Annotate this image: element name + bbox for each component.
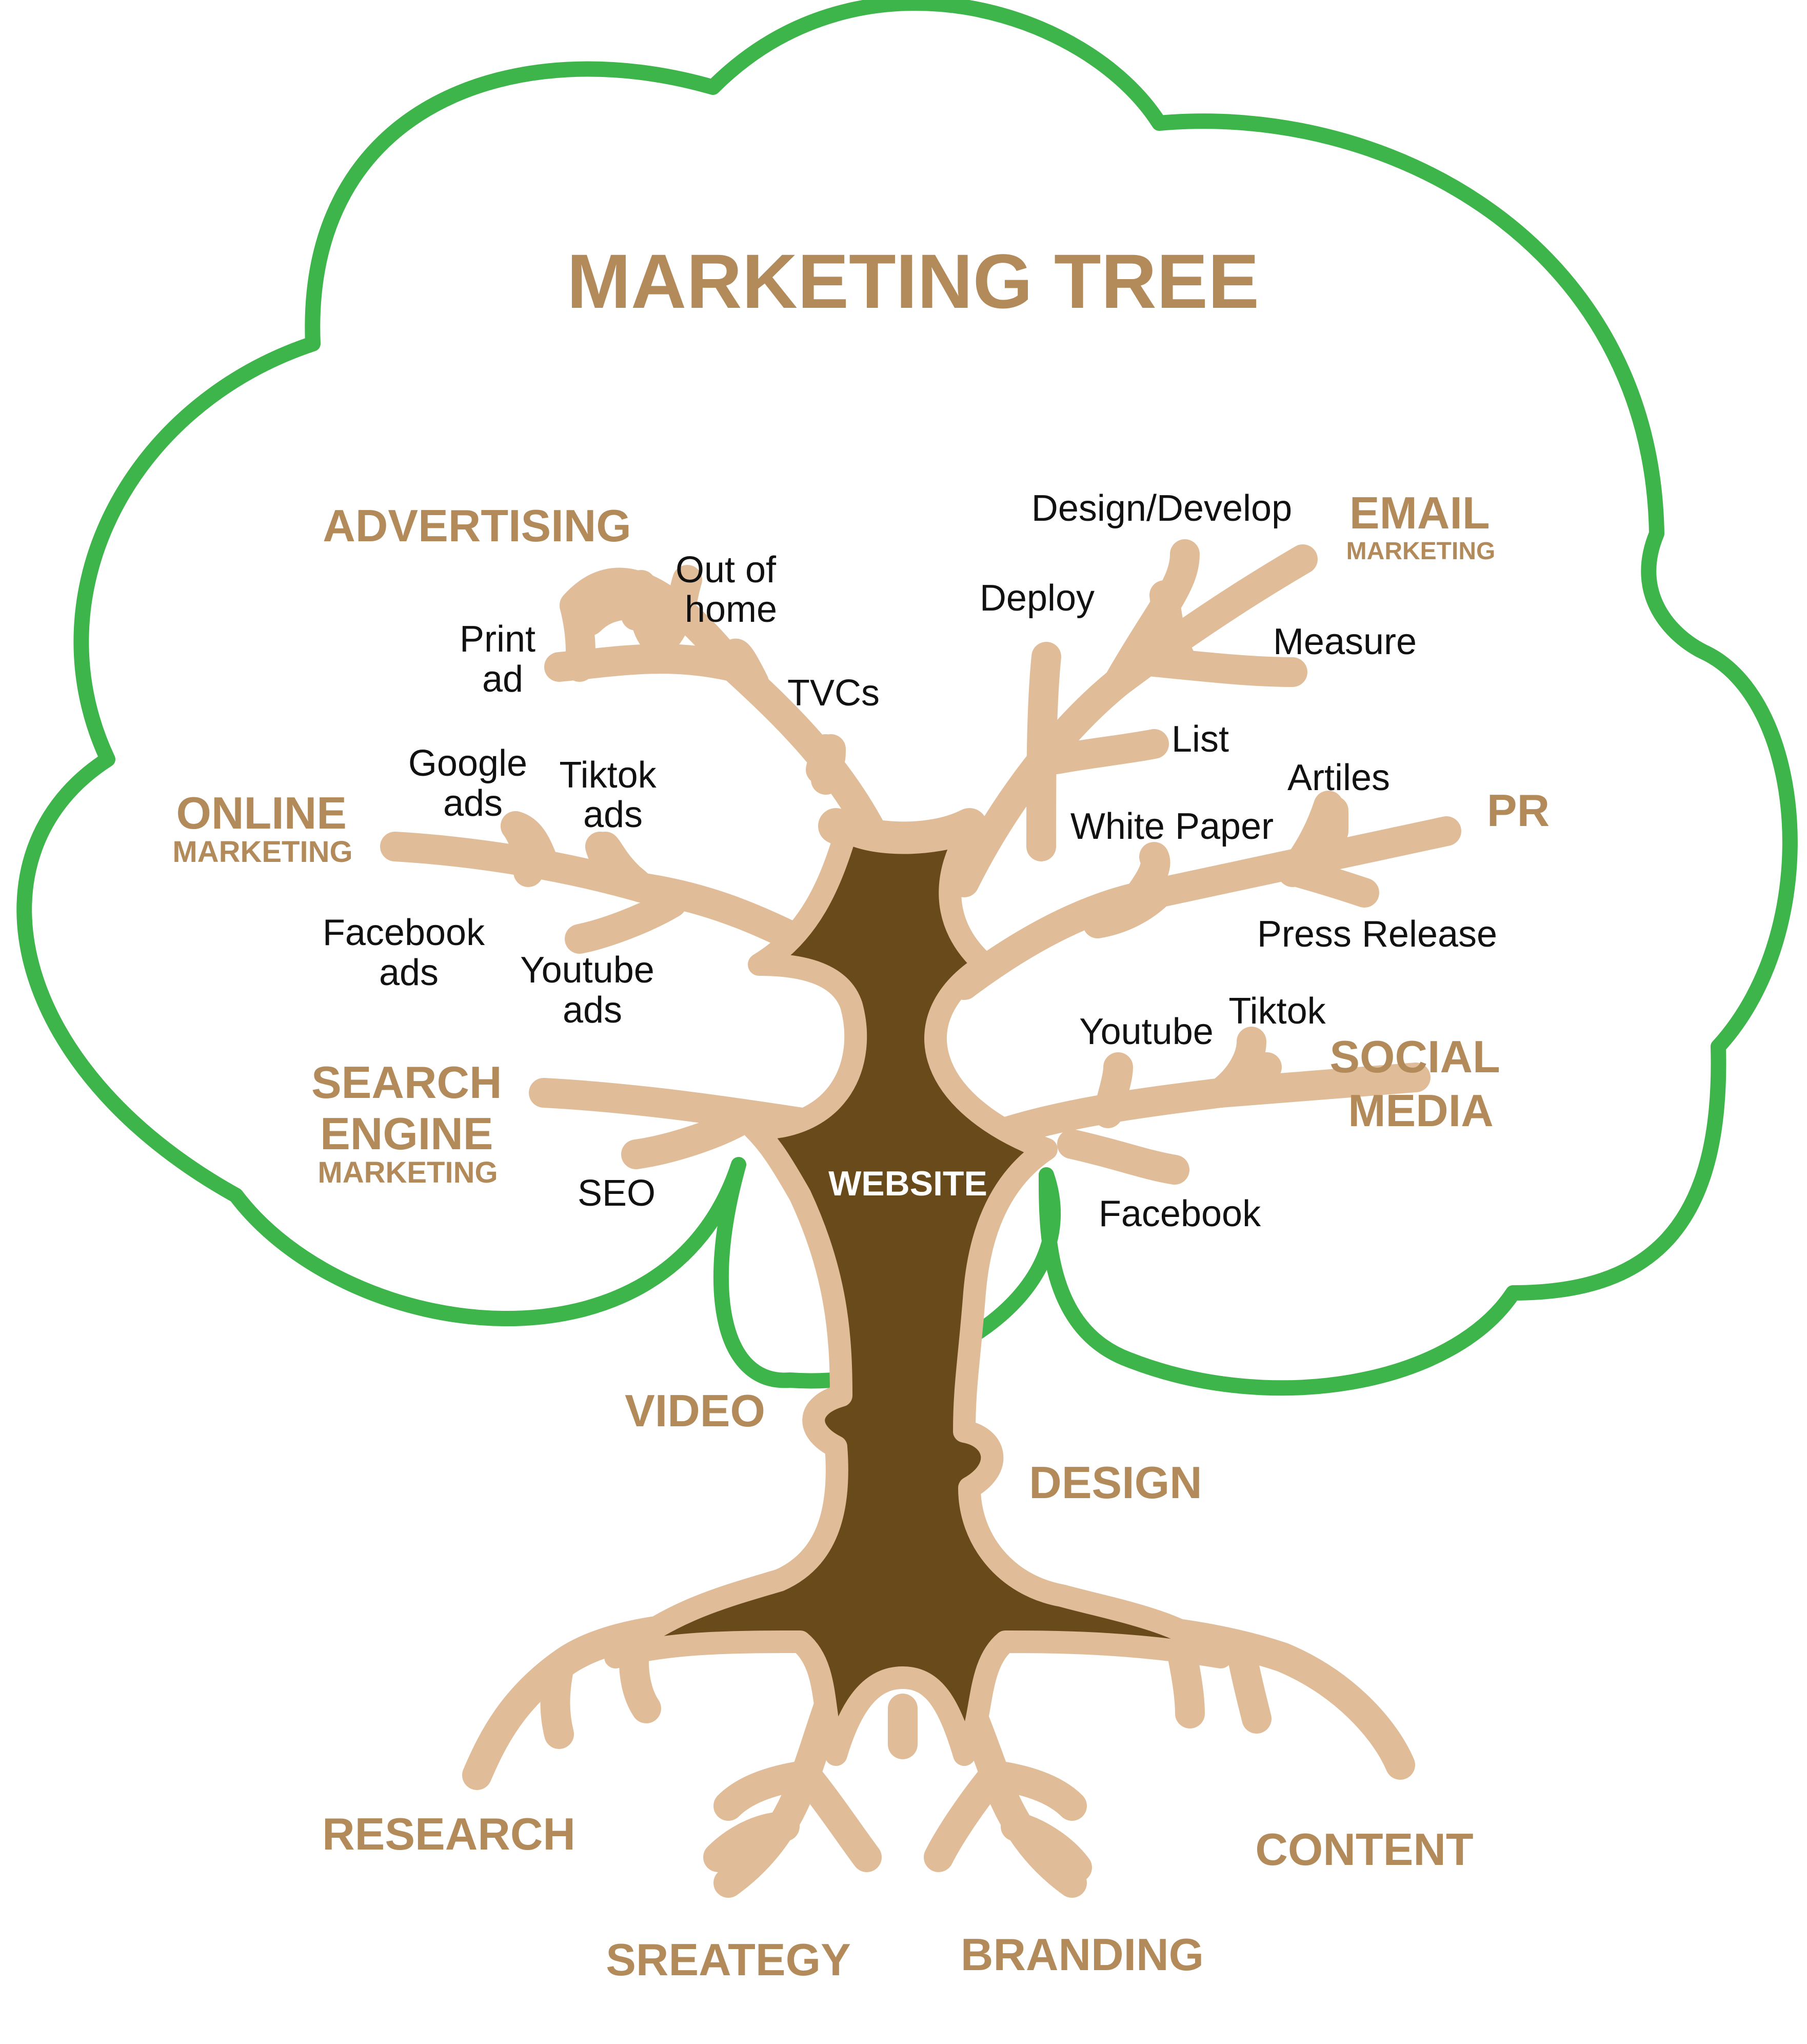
category-advertising: ADVERTISING [323,500,631,551]
leaf-facebook-ads: Facebook ads [323,912,495,993]
leaf-tiktok: Tiktok [1228,991,1326,1032]
category-content: CONTENT [1255,1824,1473,1875]
category-strategy: SREATEGY [606,1934,851,1985]
leaf-print-ad: Print ad [460,619,546,700]
leaf-tvcs: TVCs [787,673,880,714]
tree-trunk [604,820,1232,1766]
diagram-title: MARKETING TREE [567,238,1259,324]
leaf-seo: SEO [578,1173,656,1214]
category-email-marketing: EMAIL MARKETING [1346,487,1496,565]
leaf-artiles: Artiles [1287,757,1390,798]
leaf-measure: Measure [1273,621,1417,662]
leaf-deploy: Deploy [980,578,1095,619]
category-research: RESEARCH [322,1809,575,1859]
trunk-label: WEBSITE [828,1164,987,1203]
leaf-white-paper: White Paper [1070,806,1274,847]
category-online-marketing: ONLINE MARKETING [172,788,352,869]
category-search-engine-marketing: SEARCH ENGINE MARKETING [311,1057,504,1189]
leaf-press-release: Press Release [1257,914,1497,955]
leaf-youtube: Youtube [1079,1011,1214,1052]
category-social-media: SOCIAL MEDIA [1329,1031,1512,1136]
category-pr: PR [1487,785,1550,836]
category-branding: BRANDING [961,1929,1204,1980]
leaf-facebook: Facebook [1099,1193,1261,1234]
leaf-design-develop: Design/Develop [1031,488,1292,529]
leaf-youtube-ads: Youtube ads [520,950,665,1031]
category-video: VIDEO [625,1385,765,1436]
tree-branches [380,539,1461,1898]
leaf-google-ads: Google ads [408,743,538,824]
leaf-out-of-home: Out of home [676,549,786,630]
leaf-list: List [1171,719,1229,760]
canopy-cloud [16,0,1798,1396]
leaf-tiktok-ads: Tiktok ads [559,755,666,835]
category-design: DESIGN [1029,1457,1202,1508]
